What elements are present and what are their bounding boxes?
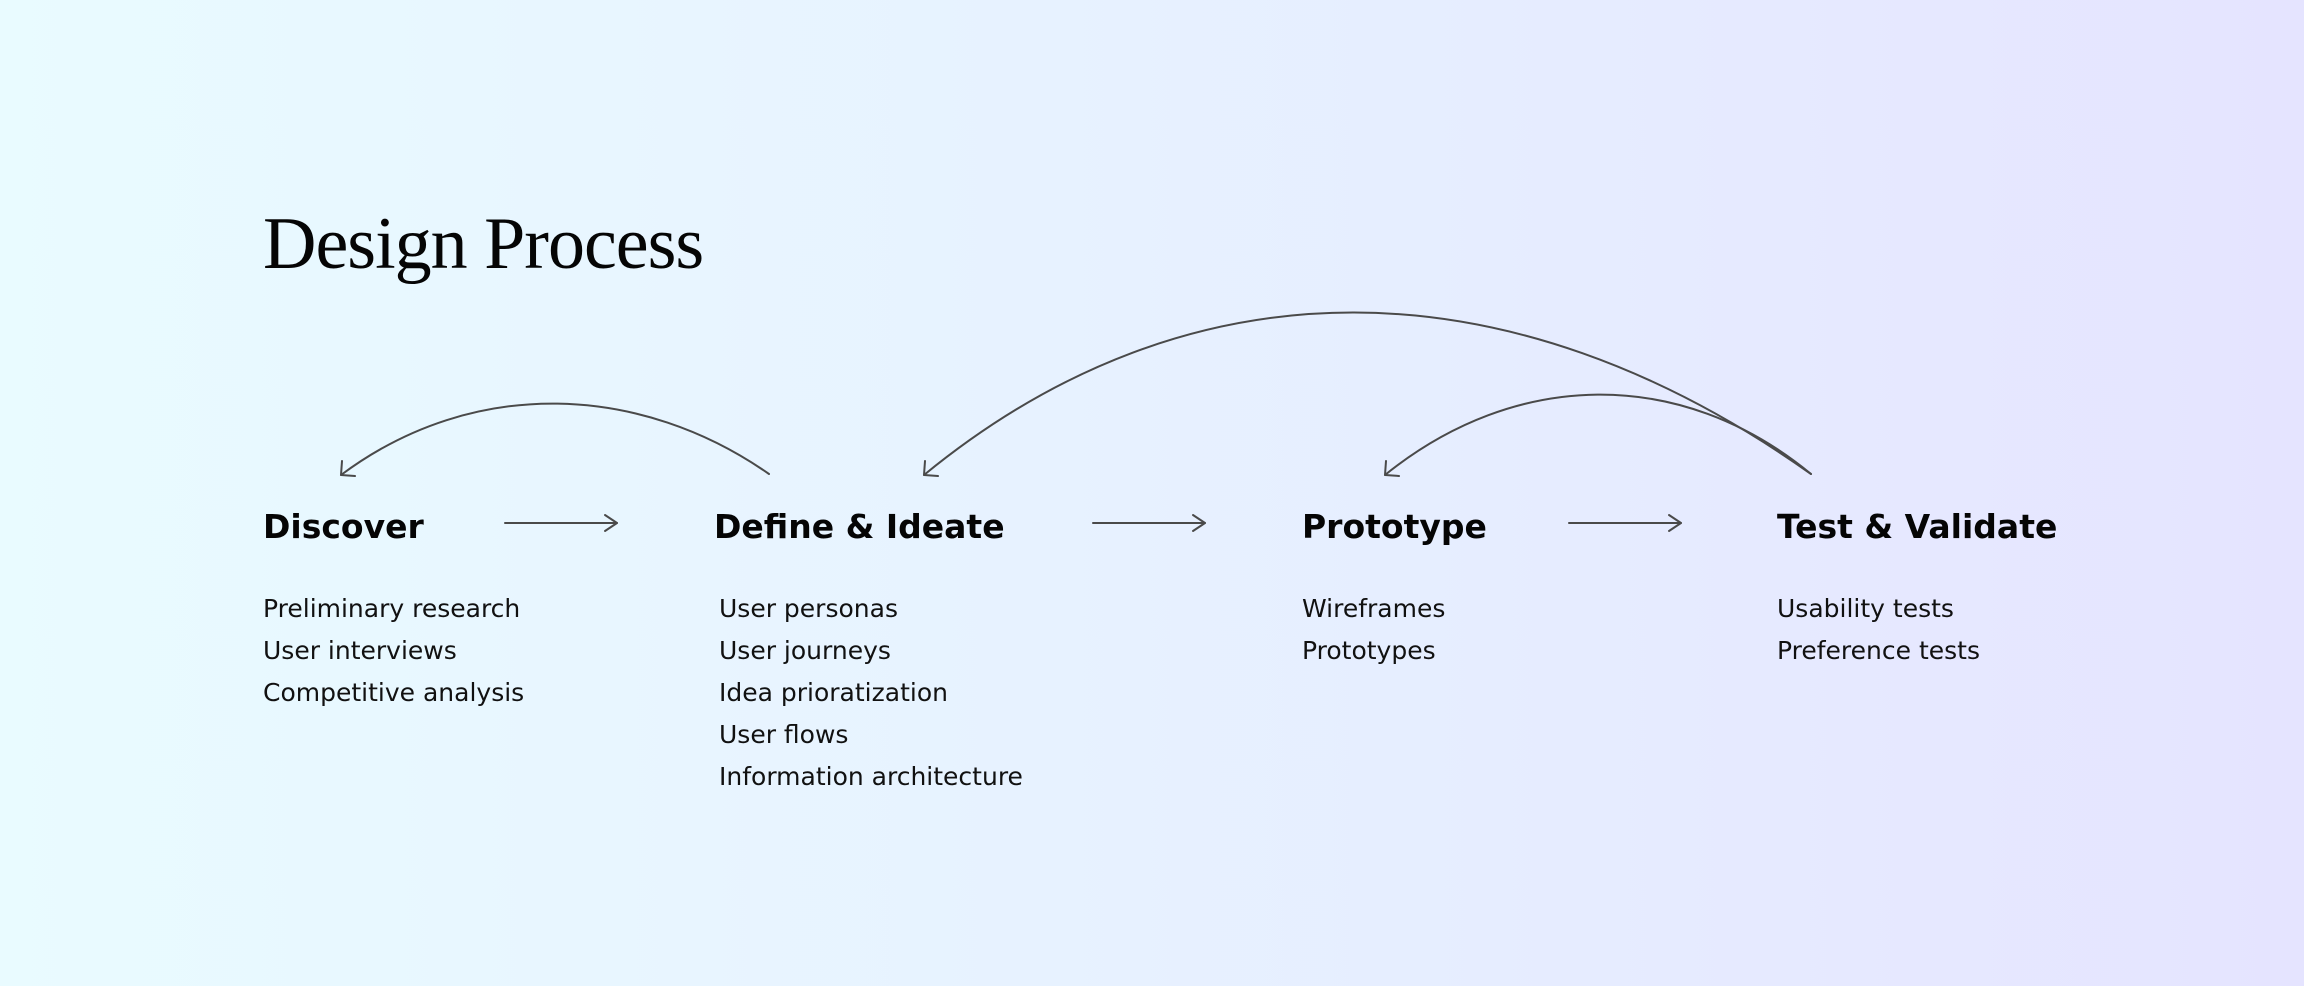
loop-head	[1384, 460, 1400, 477]
diagram-title: Design Process	[263, 203, 704, 285]
stage-define-ideate: Define & Ideate User personas User journ…	[714, 507, 1023, 791]
stage-discover: Discover Preliminary research User inter…	[263, 507, 524, 707]
list-item: Idea prioratization	[719, 678, 948, 707]
arrow-head	[1192, 514, 1206, 532]
loop-define-to-discover	[340, 402, 770, 477]
list-item: User personas	[719, 594, 898, 623]
arrow-define-to-prototype	[1092, 514, 1206, 532]
loop-head	[923, 460, 939, 477]
stage-heading: Test & Validate	[1777, 507, 2058, 546]
list-item: Usability tests	[1777, 594, 1954, 623]
stage-heading: Discover	[263, 507, 424, 546]
list-item: User journeys	[719, 636, 891, 665]
loop-curve	[1384, 393, 1812, 476]
loop-head	[340, 460, 356, 477]
arrow-head	[604, 514, 618, 532]
stage-heading: Define & Ideate	[714, 507, 1005, 546]
arrow-prototype-to-test	[1568, 514, 1682, 532]
loop-test-to-define	[923, 311, 1812, 477]
arrow-discover-to-define	[504, 514, 618, 532]
list-item: Competitive analysis	[263, 678, 525, 707]
loop-curve	[923, 311, 1812, 476]
list-item: Wireframes	[1302, 594, 1446, 623]
stage-item-list: Wireframes Prototypes	[1302, 588, 1445, 672]
stage-item-list: Preliminary research User interviews Com…	[263, 588, 524, 714]
loop-test-to-prototype	[1384, 393, 1812, 477]
arrow-head	[1668, 514, 1682, 532]
loop-curve	[340, 402, 770, 476]
list-item: User flows	[719, 720, 849, 749]
list-item: Preference tests	[1777, 636, 1980, 665]
stage-item-list: Usability tests Preference tests	[1777, 588, 1980, 672]
list-item: Prototypes	[1302, 636, 1436, 665]
stage-prototype: Prototype Wireframes Prototypes	[1302, 507, 1487, 665]
stage-test-validate: Test & Validate Usability tests Preferen…	[1777, 507, 2058, 665]
stage-heading: Prototype	[1302, 507, 1487, 546]
list-item: Preliminary research	[263, 594, 521, 623]
list-item: User interviews	[263, 636, 457, 665]
stage-item-list: User personas User journeys Idea priorat…	[719, 588, 1023, 798]
list-item: Information architecture	[719, 762, 1023, 791]
